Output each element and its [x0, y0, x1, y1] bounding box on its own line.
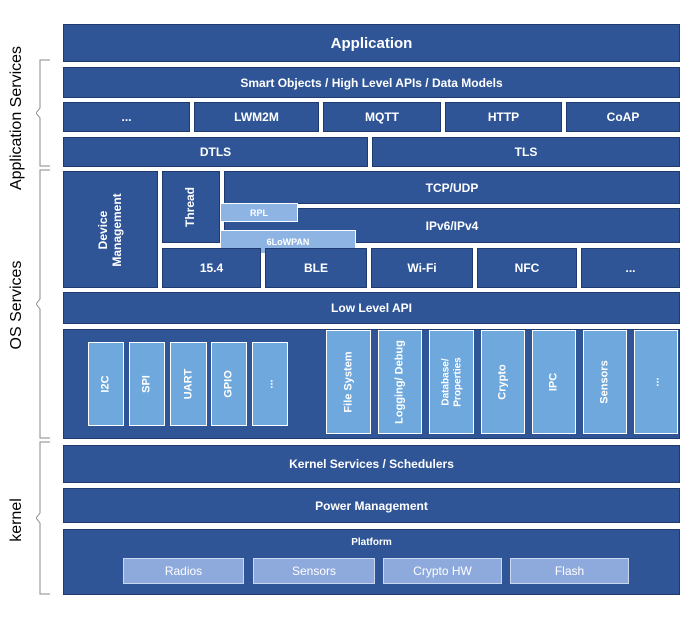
module-block-logging-debug: Logging/ Debug: [378, 330, 422, 434]
platform-item-sensors: Sensors: [253, 558, 375, 584]
platform-item-flash: Flash: [510, 558, 629, 584]
section-label-os-services: OS Services: [8, 260, 25, 350]
protocol-label: ...: [121, 110, 132, 124]
driver-block-uart: UART: [170, 342, 207, 426]
smart-objects-block: Smart Objects / High Level APIs / Data M…: [63, 67, 680, 98]
dtls-block: DTLS: [63, 137, 368, 167]
link-label: ...: [625, 261, 636, 275]
module-block-file-system: File System: [326, 330, 371, 434]
kernel-services-block: Kernel Services / Schedulers: [63, 445, 680, 483]
module-label: IPC: [547, 372, 560, 392]
protocol-block-mqtt: MQTT: [323, 102, 441, 132]
power-management-label: Power Management: [315, 498, 428, 513]
module-label: File System: [342, 351, 355, 413]
device-management-label: Device Management: [95, 192, 124, 267]
link-label: 15.4: [199, 261, 224, 275]
protocol-label: CoAP: [606, 110, 640, 124]
link-block-15-4: 15.4: [162, 248, 261, 288]
driver-label: UART: [182, 368, 195, 400]
module-label: Crypto: [496, 364, 509, 400]
module-block-database-properties: Database/ Properties: [429, 330, 474, 434]
protocol-label: HTTP: [487, 110, 520, 124]
platform-item-label: Sensors: [291, 564, 337, 578]
platform-title: Platform: [351, 537, 392, 548]
thread-label: Thread: [183, 186, 198, 228]
device-management-block: Device Management: [63, 171, 158, 288]
6lowpan-label: 6LoWPAN: [266, 237, 310, 247]
link-block-wifi: Wi-Fi: [371, 248, 473, 288]
link-label: NFC: [514, 261, 540, 275]
platform-item-label: Flash: [554, 564, 585, 578]
module-label: Logging/ Debug: [393, 340, 406, 424]
platform-item-label: Crypto HW: [413, 564, 472, 578]
power-management-block: Power Management: [63, 488, 680, 523]
link-label: BLE: [304, 261, 328, 275]
ipv6-ipv4-label: IPv6/IPv4: [425, 218, 479, 233]
protocol-block-lwm2m: LWM2M: [194, 102, 319, 132]
tcp-udp-block: TCP/UDP: [224, 171, 680, 204]
link-block-ellipsis: ...: [581, 248, 680, 288]
low-level-api-label: Low Level API: [331, 301, 412, 315]
brace-kernel: [36, 441, 50, 595]
link-label: Wi-Fi: [407, 261, 437, 275]
link-block-ble: BLE: [265, 248, 367, 288]
platform-item-label: Radios: [164, 564, 203, 578]
protocol-block-http: HTTP: [445, 102, 562, 132]
rpl-label: RPL: [250, 207, 268, 218]
module-block-sensors: Sensors: [583, 330, 627, 434]
section-label-application-services: Application Services: [8, 45, 25, 191]
link-block-nfc: NFC: [477, 248, 577, 288]
platform-item-crypto-hw: Crypto HW: [383, 558, 502, 584]
tls-block: TLS: [372, 137, 680, 167]
dtls-label: DTLS: [199, 145, 232, 159]
section-label-kernel: kernel: [8, 498, 25, 542]
driver-label: GPIO: [222, 370, 235, 398]
driver-block-gpio: GPIO: [211, 342, 247, 426]
tls-label: TLS: [514, 145, 538, 159]
application-label: Application: [330, 34, 413, 52]
thread-block: Thread: [162, 171, 220, 243]
protocol-block-coap: CoAP: [566, 102, 680, 132]
module-label: Sensors: [598, 360, 611, 404]
driver-label: I2C: [99, 375, 112, 393]
module-label: Database/ Properties: [440, 357, 463, 407]
platform-item-radios: Radios: [123, 558, 244, 584]
module-block-crypto: Crypto: [481, 330, 525, 434]
driver-block-i2c: I2C: [88, 342, 124, 426]
kernel-services-label: Kernel Services / Schedulers: [289, 457, 454, 471]
rpl-block: RPL: [220, 203, 298, 222]
brace-os-services: [36, 169, 50, 439]
module-block-ipc: IPC: [532, 330, 576, 434]
driver-block-spi: SPI: [129, 342, 165, 426]
brace-application-services: [36, 59, 50, 167]
protocol-label: MQTT: [365, 110, 399, 124]
protocol-block-ellipsis: ...: [63, 102, 190, 132]
driver-label: ...: [263, 379, 276, 389]
smart-objects-label: Smart Objects / High Level APIs / Data M…: [240, 75, 503, 90]
module-label: ...: [649, 377, 662, 387]
driver-block-ellipsis: ...: [252, 342, 288, 426]
driver-label: SPI: [140, 375, 153, 393]
os-modules-container: [63, 329, 680, 439]
protocol-label: LWM2M: [234, 110, 279, 124]
module-block-ellipsis: ...: [634, 330, 678, 434]
application-block: Application: [63, 24, 680, 62]
low-level-api-block: Low Level API: [63, 292, 680, 324]
tcp-udp-label: TCP/UDP: [425, 180, 479, 195]
